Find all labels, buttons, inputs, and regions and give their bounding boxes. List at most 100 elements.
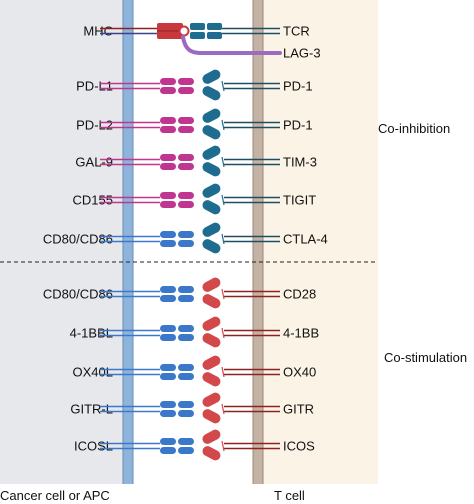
tcr-domain (190, 32, 205, 39)
cancer-cell-label: Cancer cell or APC (0, 488, 110, 503)
ligand-domain (178, 401, 194, 408)
ligand-domain (178, 295, 194, 302)
co-stimulation-label: Co-stimulation (384, 350, 467, 365)
ligand-label: PD-L1 (76, 79, 113, 94)
ligand-label: 4-1BBL (70, 326, 113, 341)
ligand-label: GAL-9 (75, 155, 113, 170)
ligand-domain (160, 401, 176, 408)
receptor-hinge (221, 366, 225, 378)
receptor-label: LAG-3 (283, 46, 321, 61)
ligand-domain (160, 334, 176, 341)
receptor-hinge (221, 403, 225, 415)
ligand-domain (178, 373, 194, 380)
receptor-hinge (221, 327, 225, 339)
receptor-label: TIM-3 (283, 155, 317, 170)
tcr-domain (190, 23, 205, 30)
receptor-label: GITR (283, 402, 314, 417)
ligand-label: CD155 (73, 193, 113, 208)
ligand-domain (160, 192, 176, 199)
ligand-label: CD80/CD86 (43, 287, 113, 302)
t-cell-region (262, 0, 378, 484)
receptor-label: PD-1 (283, 118, 313, 133)
ligand-domain (178, 325, 194, 332)
t-cell-label: T cell (274, 488, 305, 503)
ligand-domain (160, 325, 176, 332)
inhibitory-receptor (202, 108, 221, 123)
ligand-domain (160, 410, 176, 417)
ligand-domain (178, 126, 194, 133)
stimulatory-receptor (202, 392, 221, 407)
receptor-label: 4-1BB (283, 326, 319, 341)
ligand-domain (160, 447, 176, 454)
ligand-domain (160, 154, 176, 161)
ligand-domain (178, 154, 194, 161)
ligand-domain (178, 286, 194, 293)
stimulatory-receptor (202, 446, 221, 461)
ligand-domain (160, 438, 176, 445)
ligand-label: MHC (83, 24, 113, 39)
ligand-domain (160, 231, 176, 238)
inhibitory-receptor (202, 239, 221, 254)
ligand-label: ICOSL (74, 439, 113, 454)
ligand-domain (178, 410, 194, 417)
receptor-label: TCR (283, 24, 310, 39)
ligand-domain (160, 373, 176, 380)
receptor-label: OX40 (283, 365, 316, 380)
ligand-domain (160, 87, 176, 94)
co-inhibition-label: Co-inhibition (378, 121, 450, 136)
stimulatory-receptor (202, 409, 221, 424)
ligand-domain (160, 117, 176, 124)
ligand-domain (160, 163, 176, 170)
ligand-domain (160, 78, 176, 85)
receptor-hinge (221, 156, 225, 168)
ligand-domain (160, 126, 176, 133)
tcr-domain (207, 32, 222, 39)
inhibitory-receptor (202, 86, 221, 101)
ligand-label: GITR-L (70, 402, 113, 417)
stimulatory-receptor (202, 277, 221, 292)
stimulatory-receptor (202, 294, 221, 309)
inhibitory-receptor (202, 200, 221, 215)
receptor-label: CD28 (283, 287, 316, 302)
ligand-domain (178, 201, 194, 208)
ligand-domain (178, 240, 194, 247)
ligand-domain (178, 117, 194, 124)
inhibitory-receptor (202, 162, 221, 177)
ligand-domain (178, 364, 194, 371)
stimulatory-receptor (202, 333, 221, 348)
ligand-domain (178, 78, 194, 85)
receptor-label: ICOS (283, 439, 315, 454)
receptor-hinge (221, 119, 225, 131)
stimulatory-receptor (202, 316, 221, 331)
ligand-domain (160, 201, 176, 208)
receptor-label: TIGIT (283, 193, 316, 208)
tcr-domain (207, 23, 222, 30)
ligand-domain (160, 286, 176, 293)
peptide-antigen (178, 25, 190, 37)
inhibitory-receptor (202, 69, 221, 84)
receptor-label: CTLA-4 (283, 232, 328, 247)
inhibitory-receptor (202, 125, 221, 140)
ligand-domain (178, 87, 194, 94)
inhibitory-receptor (202, 183, 221, 198)
receptor-hinge (221, 288, 225, 300)
ligand-label: PD-L2 (76, 118, 113, 133)
ligand-domain (178, 192, 194, 199)
receptor-hinge (221, 194, 225, 206)
stimulatory-receptor (202, 372, 221, 387)
receptor-label: PD-1 (283, 79, 313, 94)
ligand-label: OX40L (73, 365, 113, 380)
ligand-label: CD80/CD86 (43, 232, 113, 247)
ligand-domain (160, 240, 176, 247)
stimulatory-receptor (202, 429, 221, 444)
inhibitory-receptor (202, 222, 221, 237)
receptor-hinge (221, 440, 225, 452)
ligand-domain (178, 231, 194, 238)
receptor-hinge (221, 233, 225, 245)
ligand-domain (160, 295, 176, 302)
ligand-domain (160, 364, 176, 371)
stimulatory-receptor (202, 355, 221, 370)
